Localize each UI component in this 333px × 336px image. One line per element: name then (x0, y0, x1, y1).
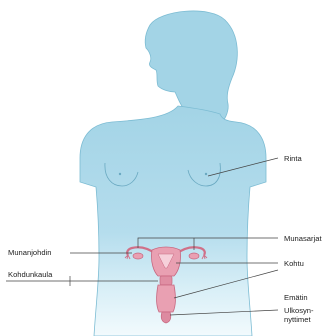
right-nipple (205, 173, 207, 175)
left-ovary (133, 253, 143, 259)
label-ovaries: Munasarjat (284, 234, 322, 243)
right-ovary (189, 253, 199, 259)
label-vagina: Emätin (284, 293, 308, 302)
label-uterus: Kohtu (284, 259, 304, 268)
head-silhouette (145, 11, 237, 122)
label-external-genitalia-line2: nyttimet (284, 315, 311, 324)
cervix-shape (160, 276, 172, 285)
label-breast: Rinta (284, 154, 303, 163)
left-nipple (119, 173, 121, 175)
label-fallopian-tube: Munanjohdin (8, 248, 52, 257)
external-genitalia-shape (161, 312, 171, 323)
vagina-shape (157, 285, 176, 312)
label-cervix: Kohdunkaula (8, 270, 53, 279)
label-external-genitalia-line1: Ulkosyn- (284, 306, 314, 315)
